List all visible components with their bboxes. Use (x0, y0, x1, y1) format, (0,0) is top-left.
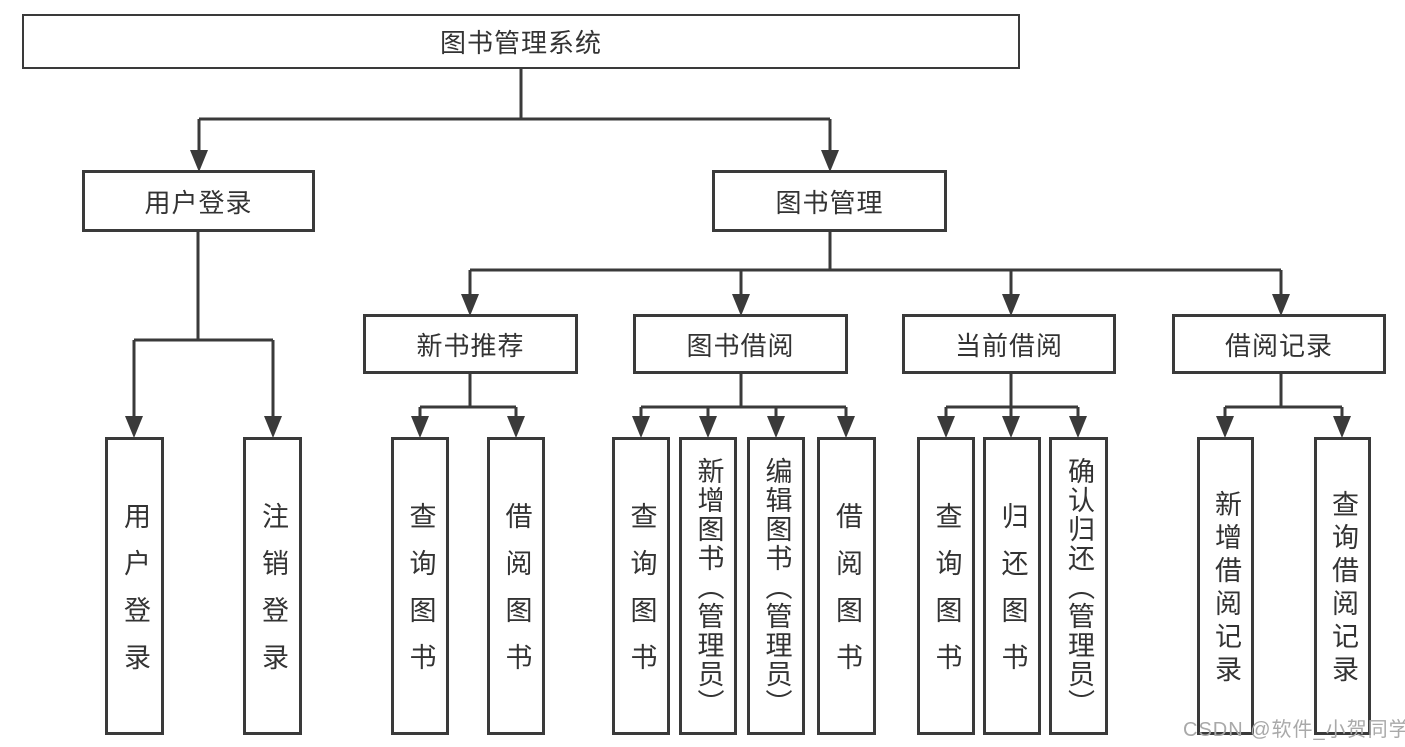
node-current-borrowing: 当前借阅 (902, 314, 1116, 374)
node-new-book-recommend: 新书推荐 (363, 314, 578, 374)
leaf-return-books: 归还图书 (983, 437, 1041, 735)
leaf-query-borrow-record: 查询借阅记录 (1314, 437, 1371, 735)
leaf-borrow-books: 借阅图书 (817, 437, 876, 735)
leaf-user-login: 用户登录 (105, 437, 164, 735)
leaf-label: 新增图书（管理员） (693, 456, 724, 718)
leaf-logout: 注销登录 (243, 437, 302, 735)
leaf-confirm-return-admin: 确认归还（管理员） (1049, 437, 1108, 735)
leaf-edit-books-admin: 编辑图书（管理员） (747, 437, 805, 735)
node-library-management-system: 图书管理系统 (22, 14, 1020, 69)
node-user-login: 用户登录 (82, 170, 315, 232)
leaf-label: 查询图书 (405, 502, 436, 690)
leaf-borrow-books-recommend: 借阅图书 (487, 437, 545, 735)
leaf-query-books-borrow: 查询图书 (612, 437, 670, 735)
leaf-query-books-current: 查询图书 (917, 437, 975, 735)
leaf-label: 借阅图书 (501, 502, 532, 690)
leaf-label: 确认归还（管理员） (1064, 456, 1094, 718)
csdn-watermark: CSDN @软件_小贺同学 (1183, 719, 1405, 741)
leaf-add-borrow-record: 新增借阅记录 (1197, 437, 1254, 735)
leaf-label: 注销登录 (258, 502, 288, 690)
leaf-label: 编辑图书（管理员） (761, 456, 792, 718)
node-book-borrowing: 图书借阅 (633, 314, 848, 374)
leaf-label: 查询图书 (626, 502, 657, 690)
leaf-label: 借阅图书 (832, 502, 862, 690)
node-book-management: 图书管理 (712, 170, 947, 232)
leaf-label: 查询借阅记录 (1328, 490, 1358, 688)
leaf-query-books-recommend: 查询图书 (391, 437, 449, 735)
leaf-label: 新增借阅记录 (1211, 490, 1241, 688)
leaf-label: 查询图书 (931, 502, 962, 690)
leaf-add-books-admin: 新增图书（管理员） (679, 437, 737, 735)
leaf-label: 归还图书 (997, 502, 1028, 690)
node-borrowing-records: 借阅记录 (1172, 314, 1386, 374)
leaf-label: 用户登录 (120, 502, 150, 690)
